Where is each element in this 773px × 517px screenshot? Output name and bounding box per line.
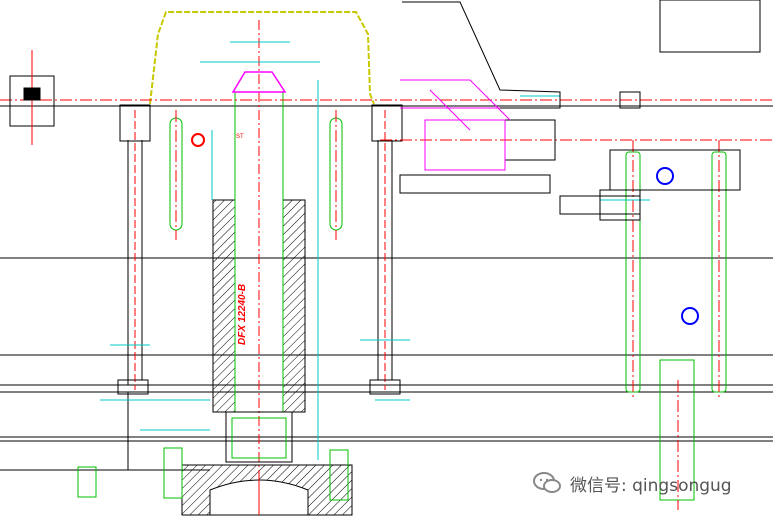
part-label: DFX 12240-B: [237, 284, 248, 345]
mark-st: ST: [236, 134, 244, 140]
base-block: [181, 464, 353, 516]
bolt-holes: [191, 133, 699, 325]
wechat-icon: [533, 472, 561, 493]
guide-rod-left: [117, 104, 151, 395]
watermark: 微信号: qingsongug: [532, 470, 732, 496]
dimension-lines: [100, 41, 650, 460]
central-cylinder: [212, 20, 306, 500]
right-magenta-links: [400, 79, 511, 171]
top-housing-outline: [149, 11, 375, 105]
watermark-text: 微信号: qingsongug: [570, 475, 732, 496]
top-left-part: [9, 50, 55, 145]
centerlines: [0, 99, 773, 510]
right-mechanism: [399, 0, 761, 221]
bottom-left-fasteners: [77, 447, 349, 501]
